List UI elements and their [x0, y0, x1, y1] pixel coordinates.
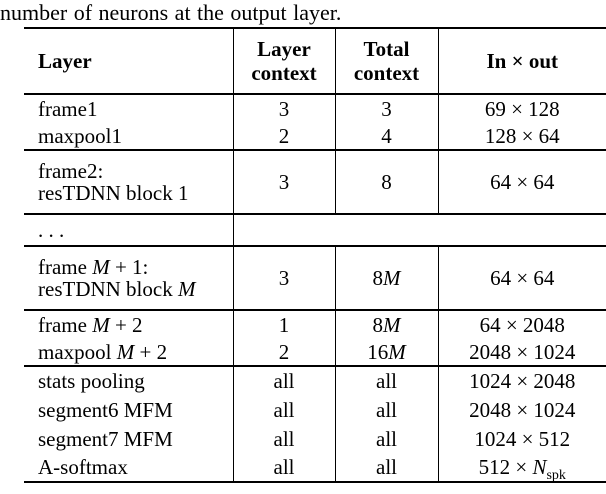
cell-in-out: 2048 × 1024 [437, 395, 606, 424]
cell-layer-context: all [232, 453, 335, 483]
cell-total-context: all [334, 424, 438, 453]
cell-total-context: 8M [334, 310, 438, 338]
col-header-in-out: In × out [437, 27, 606, 95]
cell-layer: stats pooling [38, 369, 145, 393]
cell-layer: A-softmax [24, 453, 233, 483]
cell-layer: frame M + 2 [38, 312, 143, 337]
cell-total-context: 8M [334, 246, 438, 311]
cell-layer-context: 3 [232, 94, 335, 122]
col-header-layer-context: Layer context [232, 27, 335, 95]
col-header-layer: Layer [24, 27, 233, 95]
cell-total-context: all [334, 453, 438, 483]
cell-layer-context: all [232, 424, 335, 453]
cell-layer: . . . [24, 214, 233, 247]
cell-layer: frame1 [38, 96, 98, 121]
table-caption: number of neurons at the output layer. [0, 0, 342, 25]
cell-in-out: 2048 × 1024 [437, 338, 606, 367]
cell-layer-context: all [232, 366, 335, 395]
cell-in-out: 69 × 128 [437, 94, 606, 122]
cell-layer-context: 3 [232, 246, 335, 311]
cell-layer-context: all [232, 395, 335, 424]
cell-in-out: 1024 × 2048 [437, 366, 606, 395]
cell-layer: maxpool M + 2 [24, 338, 233, 367]
cell-layer-context: 1 [232, 310, 335, 338]
layers-table: Layer Layer context Total context In × o… [24, 27, 606, 483]
header-row: Layer Layer context Total context In × o… [24, 27, 606, 95]
table-header: Layer Layer context Total context In × o… [24, 27, 606, 95]
cell-layer-context: 2 [232, 122, 335, 151]
table-row: . . . [24, 214, 606, 247]
cell-layer-context: 3 [232, 150, 335, 215]
cell-total-context: 4 [334, 122, 438, 151]
cell-total-context: 16M [334, 338, 438, 367]
cell-layer: maxpool1 [24, 122, 233, 151]
cell-in-out: 64 × 64 [437, 246, 606, 311]
cell-layer: segment7 MFM [38, 426, 173, 451]
cell-layer: frame M + 1:resTDNN block M [24, 246, 233, 311]
cell-in-out: 128 × 64 [437, 122, 606, 151]
cell-layer-context [232, 214, 335, 247]
cell-total-context: all [334, 366, 438, 395]
cell-total-context: all [334, 395, 438, 424]
cell-total-context: 8 [334, 150, 438, 215]
cell-in-out: 64 × 64 [437, 150, 606, 215]
cell-layer: segment6 MFM [38, 397, 173, 422]
cell-total-context [335, 214, 438, 247]
cell-layer-context: 2 [232, 338, 335, 367]
col-header-total-context: Total context [334, 27, 438, 95]
cell-layer: frame2:resTDNN block 1 [24, 150, 233, 215]
cell-in-out: 512 × Nspk [437, 453, 606, 483]
cell-in-out: 64 × 2048 [437, 310, 606, 338]
cell-total-context: 3 [334, 94, 438, 122]
cell-in-out [438, 214, 606, 247]
cell-in-out: 1024 × 512 [437, 424, 606, 453]
